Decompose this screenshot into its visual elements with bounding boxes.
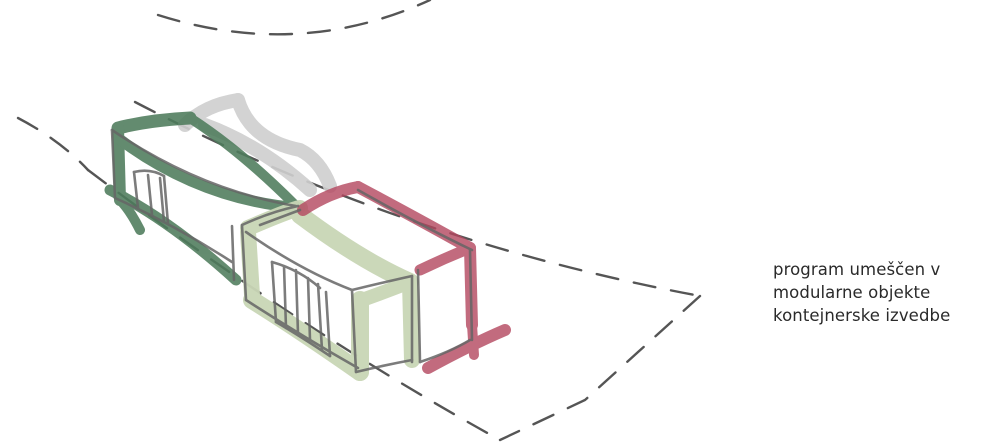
pencil-outline — [110, 128, 474, 374]
caption-line-2: modularne objekte — [773, 283, 931, 302]
caption-line-1: program umeščen v — [773, 260, 941, 279]
caption: program umeščen v modularne objekte kont… — [773, 258, 950, 327]
gray-module — [178, 93, 337, 197]
caption-line-3: kontejnerske izvedbe — [773, 306, 951, 325]
site-boundary-dashed — [16, 0, 702, 442]
